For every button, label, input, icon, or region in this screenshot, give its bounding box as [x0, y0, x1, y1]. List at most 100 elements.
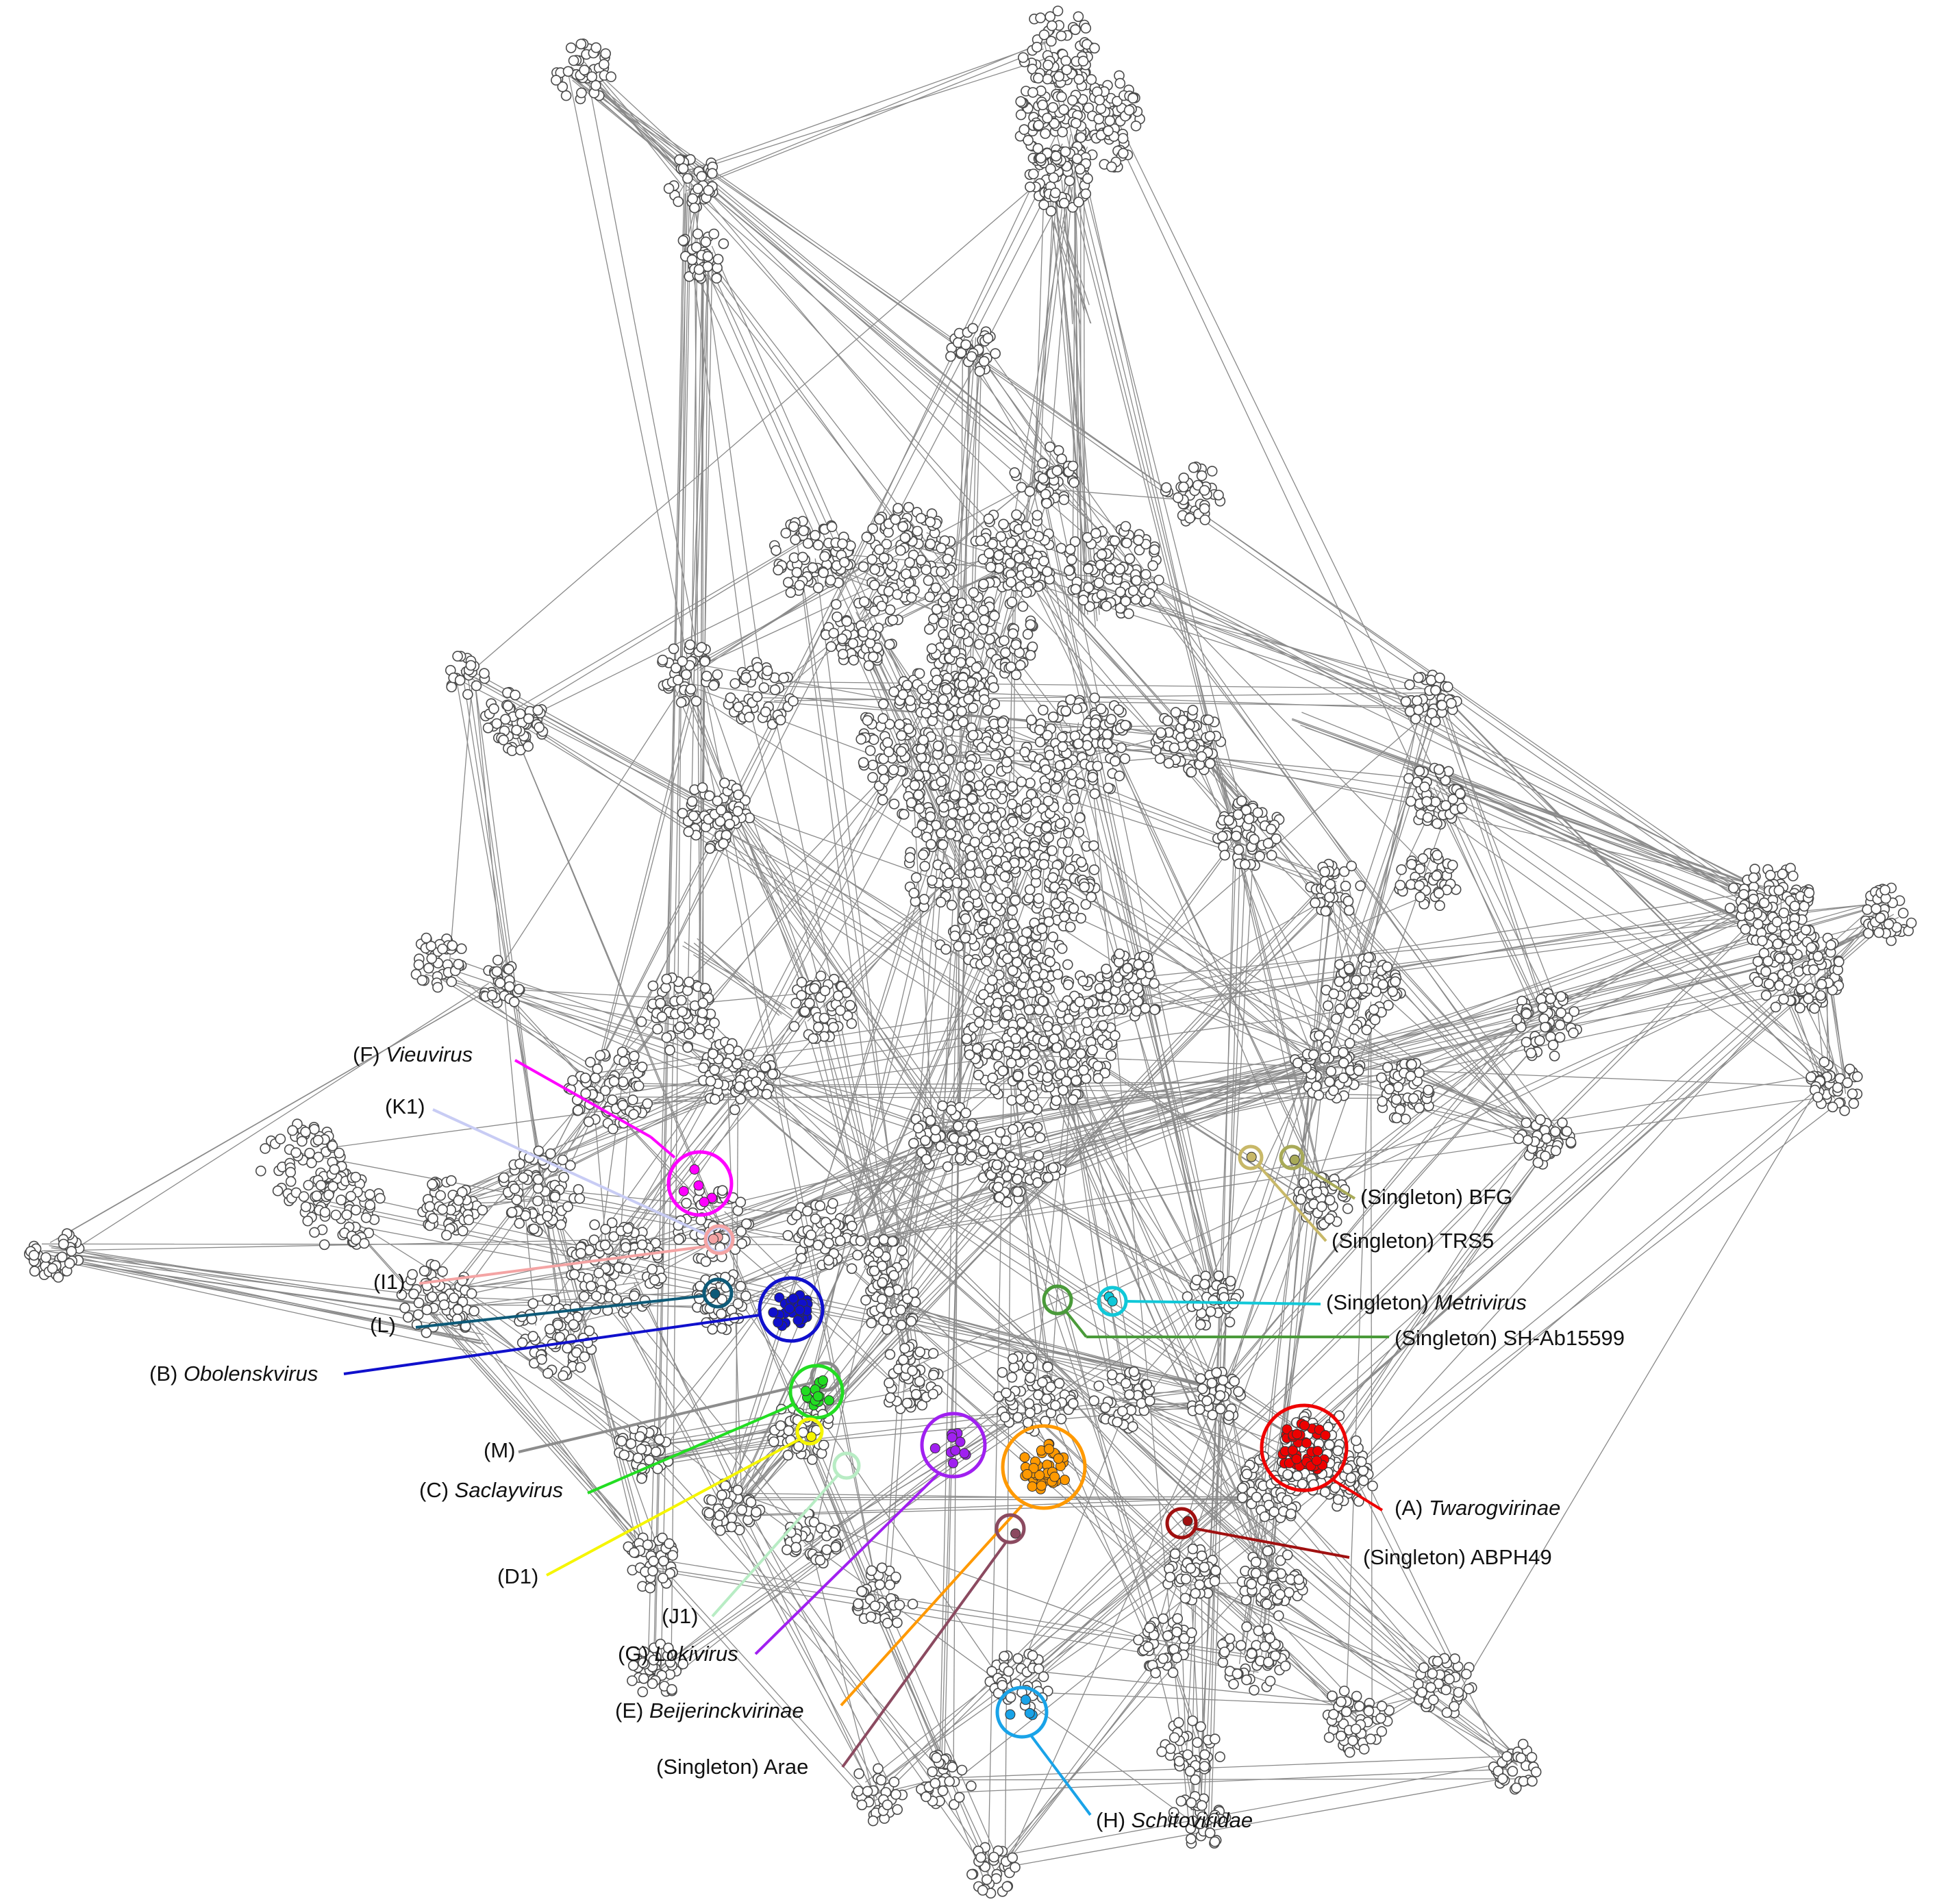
network-node — [1151, 744, 1162, 756]
network-node — [845, 1000, 855, 1011]
network-node — [527, 1331, 539, 1342]
network-edge — [456, 678, 702, 805]
network-node — [1905, 917, 1917, 929]
network-edge — [1257, 1580, 1509, 1771]
network-node — [1028, 168, 1039, 179]
network-node — [969, 889, 981, 900]
network-node — [416, 975, 428, 986]
network-node — [1109, 535, 1121, 547]
network-node — [1353, 1065, 1364, 1077]
network-node — [918, 849, 929, 860]
network-node — [1020, 944, 1031, 955]
network-node — [987, 821, 998, 832]
network-node — [1040, 128, 1051, 139]
network-node — [315, 1179, 327, 1191]
network-node — [948, 586, 960, 597]
network-node — [1204, 758, 1216, 769]
network-node — [441, 1229, 452, 1241]
network-node — [1414, 1102, 1425, 1114]
network-node — [967, 703, 979, 714]
network-node — [684, 1029, 695, 1040]
network-node — [825, 575, 836, 586]
network-node — [542, 1211, 553, 1222]
network-node — [1169, 742, 1180, 753]
network-node — [1140, 568, 1151, 580]
network-node — [987, 1073, 999, 1083]
network-edge — [1116, 1403, 1435, 1678]
network-node — [921, 707, 932, 719]
network-edge — [502, 540, 807, 726]
network-node — [861, 531, 873, 542]
network-edge — [728, 798, 1028, 1049]
network-edge — [878, 1290, 1353, 1492]
network-node — [1095, 559, 1106, 571]
network-node — [1147, 560, 1158, 571]
network-node — [1004, 747, 1015, 757]
network-node — [930, 1125, 941, 1136]
network-node — [825, 641, 837, 652]
network-node — [1786, 944, 1797, 955]
network-node — [629, 1051, 640, 1062]
network-node — [1012, 1070, 1024, 1081]
network-node — [945, 829, 956, 840]
network-node — [426, 953, 438, 964]
network-node — [905, 592, 917, 603]
network-node — [958, 679, 968, 691]
network-node — [1395, 879, 1406, 891]
network-node — [908, 1138, 919, 1149]
network-node — [628, 1109, 639, 1120]
network-node — [909, 779, 921, 791]
network-node — [941, 684, 952, 695]
network-node — [1406, 859, 1417, 870]
network-node — [818, 1012, 830, 1024]
network-node — [882, 1324, 892, 1335]
network-node — [1075, 778, 1086, 790]
network-node — [674, 154, 685, 165]
network-node — [826, 521, 838, 532]
network-node — [710, 1094, 721, 1105]
network-node — [579, 1073, 591, 1083]
network-node — [319, 1207, 331, 1218]
network-node — [1555, 991, 1566, 1002]
network-node — [681, 1198, 692, 1209]
network-node — [66, 1246, 77, 1257]
network-node — [983, 513, 995, 525]
network-edge — [810, 1542, 877, 1807]
network-node — [982, 849, 992, 860]
network-node — [453, 1194, 464, 1206]
network-node — [1188, 462, 1199, 473]
network-node — [1419, 781, 1430, 792]
network-edge — [1284, 1495, 1449, 1690]
network-node — [828, 1022, 839, 1033]
network-node — [1430, 797, 1441, 807]
network-edge — [1038, 468, 1215, 1294]
network-edge — [733, 1511, 994, 1882]
network-node — [1029, 840, 1040, 852]
network-node — [437, 943, 448, 955]
network-node — [1005, 1057, 1017, 1068]
network-edge — [953, 950, 1784, 1139]
network-node — [696, 171, 708, 182]
network-node — [997, 717, 1008, 728]
network-node — [1406, 1059, 1417, 1070]
network-node — [984, 764, 995, 775]
network-node — [697, 782, 708, 793]
network-node — [723, 1044, 735, 1055]
network-edge — [605, 1000, 813, 1248]
network-node — [1532, 1157, 1544, 1168]
network-node — [1042, 795, 1054, 807]
network-node — [1432, 818, 1442, 829]
network-node — [528, 1223, 540, 1235]
network-edge — [668, 1031, 1291, 1579]
network-edge — [590, 67, 688, 179]
network-node — [916, 684, 928, 695]
network-node — [1084, 601, 1095, 612]
network-node — [1765, 870, 1776, 881]
network-node — [997, 1065, 1008, 1077]
network-node — [568, 1319, 579, 1330]
network-node — [943, 710, 954, 721]
network-node — [1092, 1073, 1104, 1084]
network-node — [1062, 802, 1073, 814]
network-node — [300, 1126, 311, 1138]
network-node — [812, 1240, 823, 1251]
